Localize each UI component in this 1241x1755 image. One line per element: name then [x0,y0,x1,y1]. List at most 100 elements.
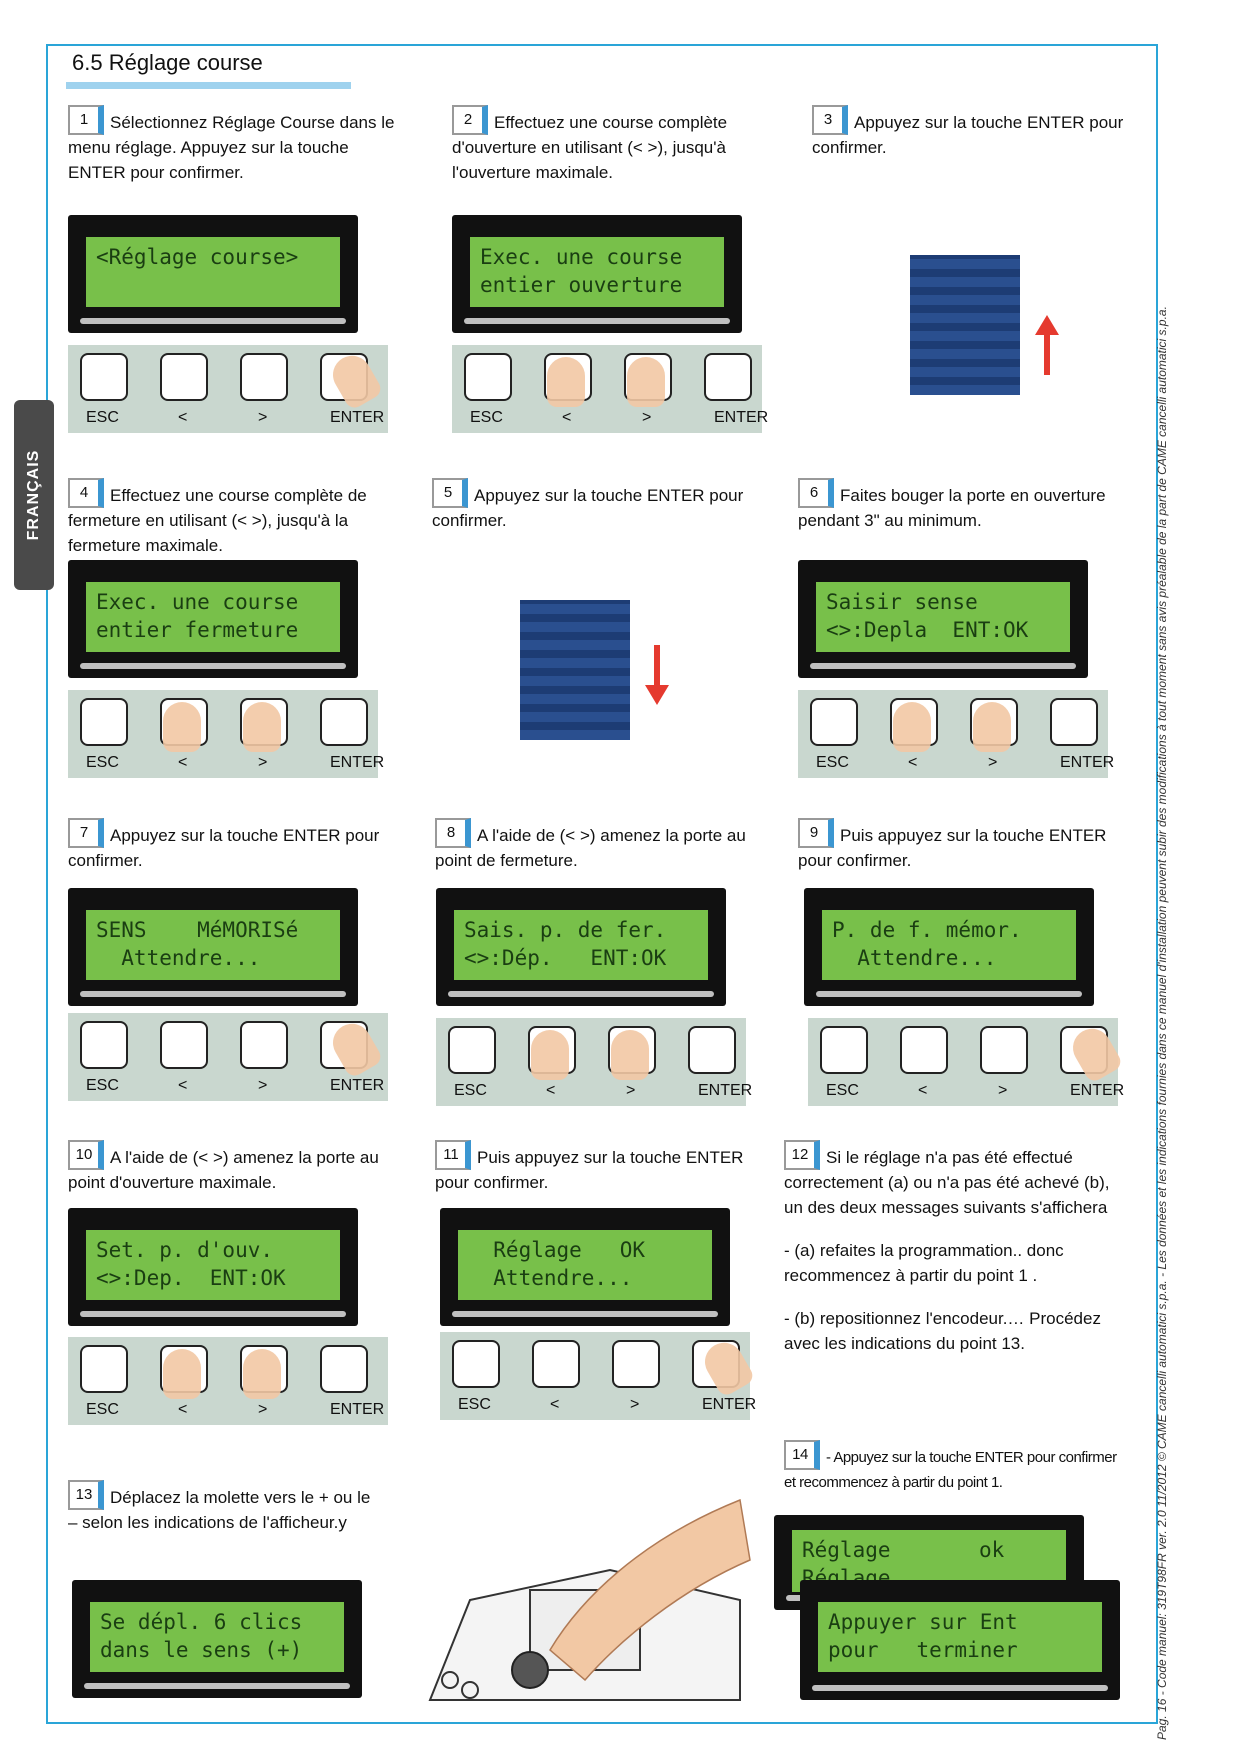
finger-icon [893,702,931,752]
enter-button[interactable] [688,1026,736,1074]
lcd-line-2: Attendre... [832,946,1022,970]
lcd-line-1: P. de f. mémor. [832,918,1022,942]
enter-button[interactable] [320,698,368,746]
lcd-display: <Réglage course> [68,215,358,333]
left-button[interactable] [900,1026,948,1074]
esc-button[interactable] [448,1026,496,1074]
enter-label: ENTER [1060,754,1115,771]
left-button[interactable] [532,1340,580,1388]
left-label: < [178,409,188,426]
step-text: Déplacez la molette vers le + ou le – se… [68,1488,371,1532]
enter-label: ENTER [330,1401,385,1418]
lcd-line-2: entier ouverture [480,273,683,297]
esc-label: ESC [470,409,503,426]
lcd-line-1: Set. p. d'ouv. [96,1238,274,1262]
esc-label: ESC [86,1401,119,1418]
left-label: < [178,1401,188,1418]
right-label: > [988,754,998,771]
step-text: Appuyez sur la touche ENTER pour confirm… [812,113,1124,157]
keypad: ESC < > ENTER [440,1332,756,1420]
esc-label: ESC [86,754,119,771]
enter-label: ENTER [330,754,385,771]
step-number: 1 [68,105,104,135]
right-button[interactable] [612,1340,660,1388]
step-text: A l'aide de (< >) amenez la porte au poi… [435,826,746,870]
left-label: < [918,1082,928,1099]
esc-button[interactable] [810,698,858,746]
enter-label: ENTER [702,1396,757,1413]
door-illustration [480,560,690,760]
right-button[interactable] [240,353,288,401]
enter-button[interactable] [704,353,752,401]
keypad: ESC < > ENTER [68,345,388,433]
left-label: < [908,754,918,771]
esc-button[interactable] [80,1345,128,1393]
lcd-line-1: <Réglage course> [96,245,299,269]
step-text: Effectuez une course complète de fermetu… [68,486,367,555]
esc-button[interactable] [464,353,512,401]
step-text: - Appuyez sur la touche ENTER pour confi… [784,1449,1117,1491]
finger-icon [611,1030,649,1080]
step-number: 14 [784,1440,820,1470]
page-footer: Pag. 16 - Code manuel: 319T98FR ver. 2.0… [1155,306,1169,1740]
right-label: > [630,1396,640,1413]
keypad: ESC < > ENTER [808,1018,1124,1106]
esc-button[interactable] [80,1021,128,1069]
left-button[interactable] [160,1021,208,1069]
step-14: 14- Appuyez sur la touche ENTER pour con… [784,1440,1124,1495]
keypad: ESC < > ENTER [436,1018,752,1106]
enter-button[interactable] [1050,698,1098,746]
lcd-line-1: Sais. p. de fer. [464,918,667,942]
keypad: ESC < > ENTER [68,690,384,778]
garage-door-icon [910,255,1020,395]
step-text: A l'aide de (< >) amenez la porte au poi… [68,1148,379,1192]
encoder-hand-illustration [428,1498,751,1701]
lcd-display: Se dépl. 6 clics dans le sens (+) [72,1580,362,1698]
step-number: 6 [798,478,834,508]
enter-label: ENTER [698,1082,753,1099]
page-frame [46,44,1158,1724]
lcd-display-front: Appuyer sur Ent pour terminer [800,1580,1120,1700]
lcd-display: P. de f. mémor. Attendre... [804,888,1094,1006]
esc-button[interactable] [80,698,128,746]
left-label: < [550,1396,560,1413]
lcd-line-1: Se dépl. 6 clics [100,1610,303,1634]
left-label: < [562,409,572,426]
keypad: ESC < > ENTER [68,1013,388,1101]
esc-button[interactable] [80,353,128,401]
finger-icon [163,1349,201,1399]
lcd-display: Set. p. d'ouv. <>:Dep. ENT:OK [68,1208,358,1326]
left-label: < [178,1077,188,1094]
step-number: 2 [452,105,488,135]
right-label: > [642,409,652,426]
esc-button[interactable] [452,1340,500,1388]
left-button[interactable] [160,353,208,401]
lcd-line-1: Réglage ok [802,1538,1005,1562]
finger-icon [243,1349,281,1399]
lcd-display: SENS MéMORISé Attendre... [68,888,358,1006]
finger-icon [973,702,1011,752]
step-number: 7 [68,818,104,848]
enter-button[interactable] [320,1345,368,1393]
enter-label: ENTER [330,1077,385,1094]
step-number: 13 [68,1480,104,1510]
finger-icon [547,357,585,407]
step-number: 3 [812,105,848,135]
step-number: 9 [798,818,834,848]
right-button[interactable] [240,1021,288,1069]
right-button[interactable] [980,1026,1028,1074]
enter-label: ENTER [330,409,385,426]
step-text: Appuyez sur la touche ENTER pour confirm… [432,486,744,530]
keypad: ESC < > ENTER [452,345,768,433]
esc-button[interactable] [820,1026,868,1074]
title-underline [66,82,351,89]
step-text: Effectuez une course complète d'ouvertur… [452,113,728,182]
step-number: 5 [432,478,468,508]
keypad: ESC < > ENTER [798,690,1114,778]
note-b: - (b) repositionnez l'encodeur.… Procéde… [784,1309,1101,1353]
